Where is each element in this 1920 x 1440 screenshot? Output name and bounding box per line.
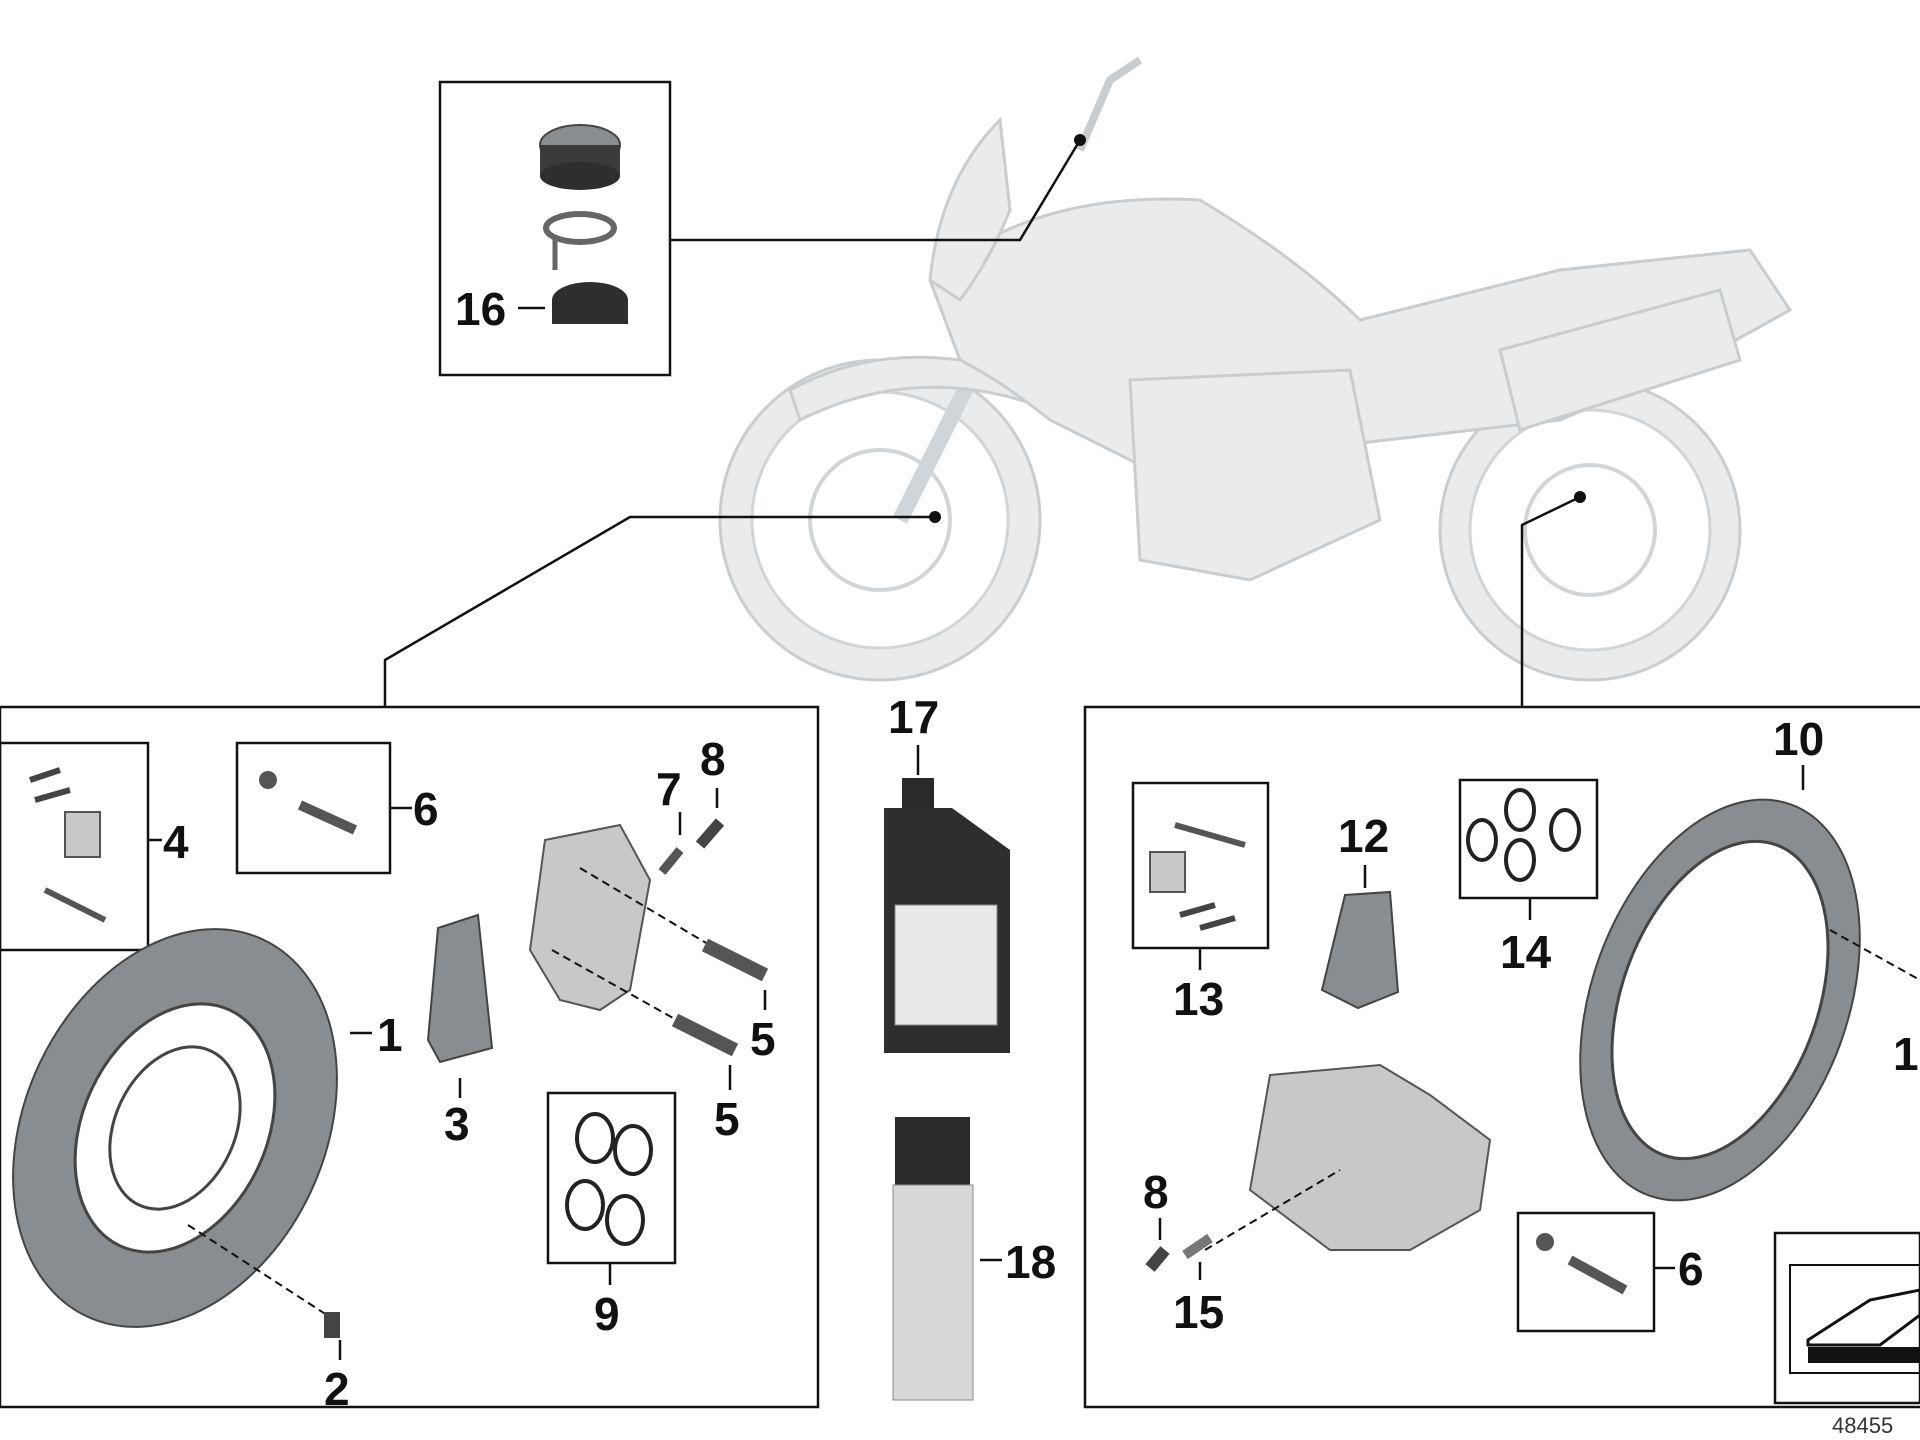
label-11-partial: 1 <box>1893 1028 1919 1080</box>
label-6-front: 6 <box>413 783 439 835</box>
label-8-rear: 8 <box>1143 1166 1169 1218</box>
label-9: 9 <box>594 1288 620 1340</box>
motorcycle-illustration <box>718 56 1793 682</box>
reservoir-cap-box: 16 <box>438 80 672 377</box>
label-1: 1 <box>377 1009 403 1061</box>
leader-lines <box>383 134 1586 707</box>
label-14: 14 <box>1500 926 1552 978</box>
spray-can: 18 <box>892 1117 1056 1401</box>
label-7: 7 <box>656 763 682 815</box>
label-17: 17 <box>888 691 939 743</box>
diagram-reference-number: 48455 <box>1832 1413 1893 1438</box>
label-10: 10 <box>1773 713 1824 765</box>
label-8-front: 8 <box>700 733 726 785</box>
rear-brake-group: 13 12 14 10 1 8 15 6 <box>1083 705 1920 1409</box>
brake-fluid-bottle: 17 <box>884 691 1010 1053</box>
label-16: 16 <box>455 283 506 335</box>
label-12: 12 <box>1338 810 1389 862</box>
label-2: 2 <box>324 1363 350 1415</box>
label-15: 15 <box>1173 1286 1224 1338</box>
label-3: 3 <box>444 1098 470 1150</box>
front-brake-group: 4 6 1 2 3 5 5 7 <box>0 705 820 1415</box>
label-4: 4 <box>163 816 189 868</box>
label-18: 18 <box>1005 1236 1056 1288</box>
label-13: 13 <box>1173 973 1224 1025</box>
label-5-upper: 5 <box>750 1013 776 1065</box>
label-5-lower: 5 <box>714 1093 740 1145</box>
label-6-rear: 6 <box>1678 1243 1704 1295</box>
